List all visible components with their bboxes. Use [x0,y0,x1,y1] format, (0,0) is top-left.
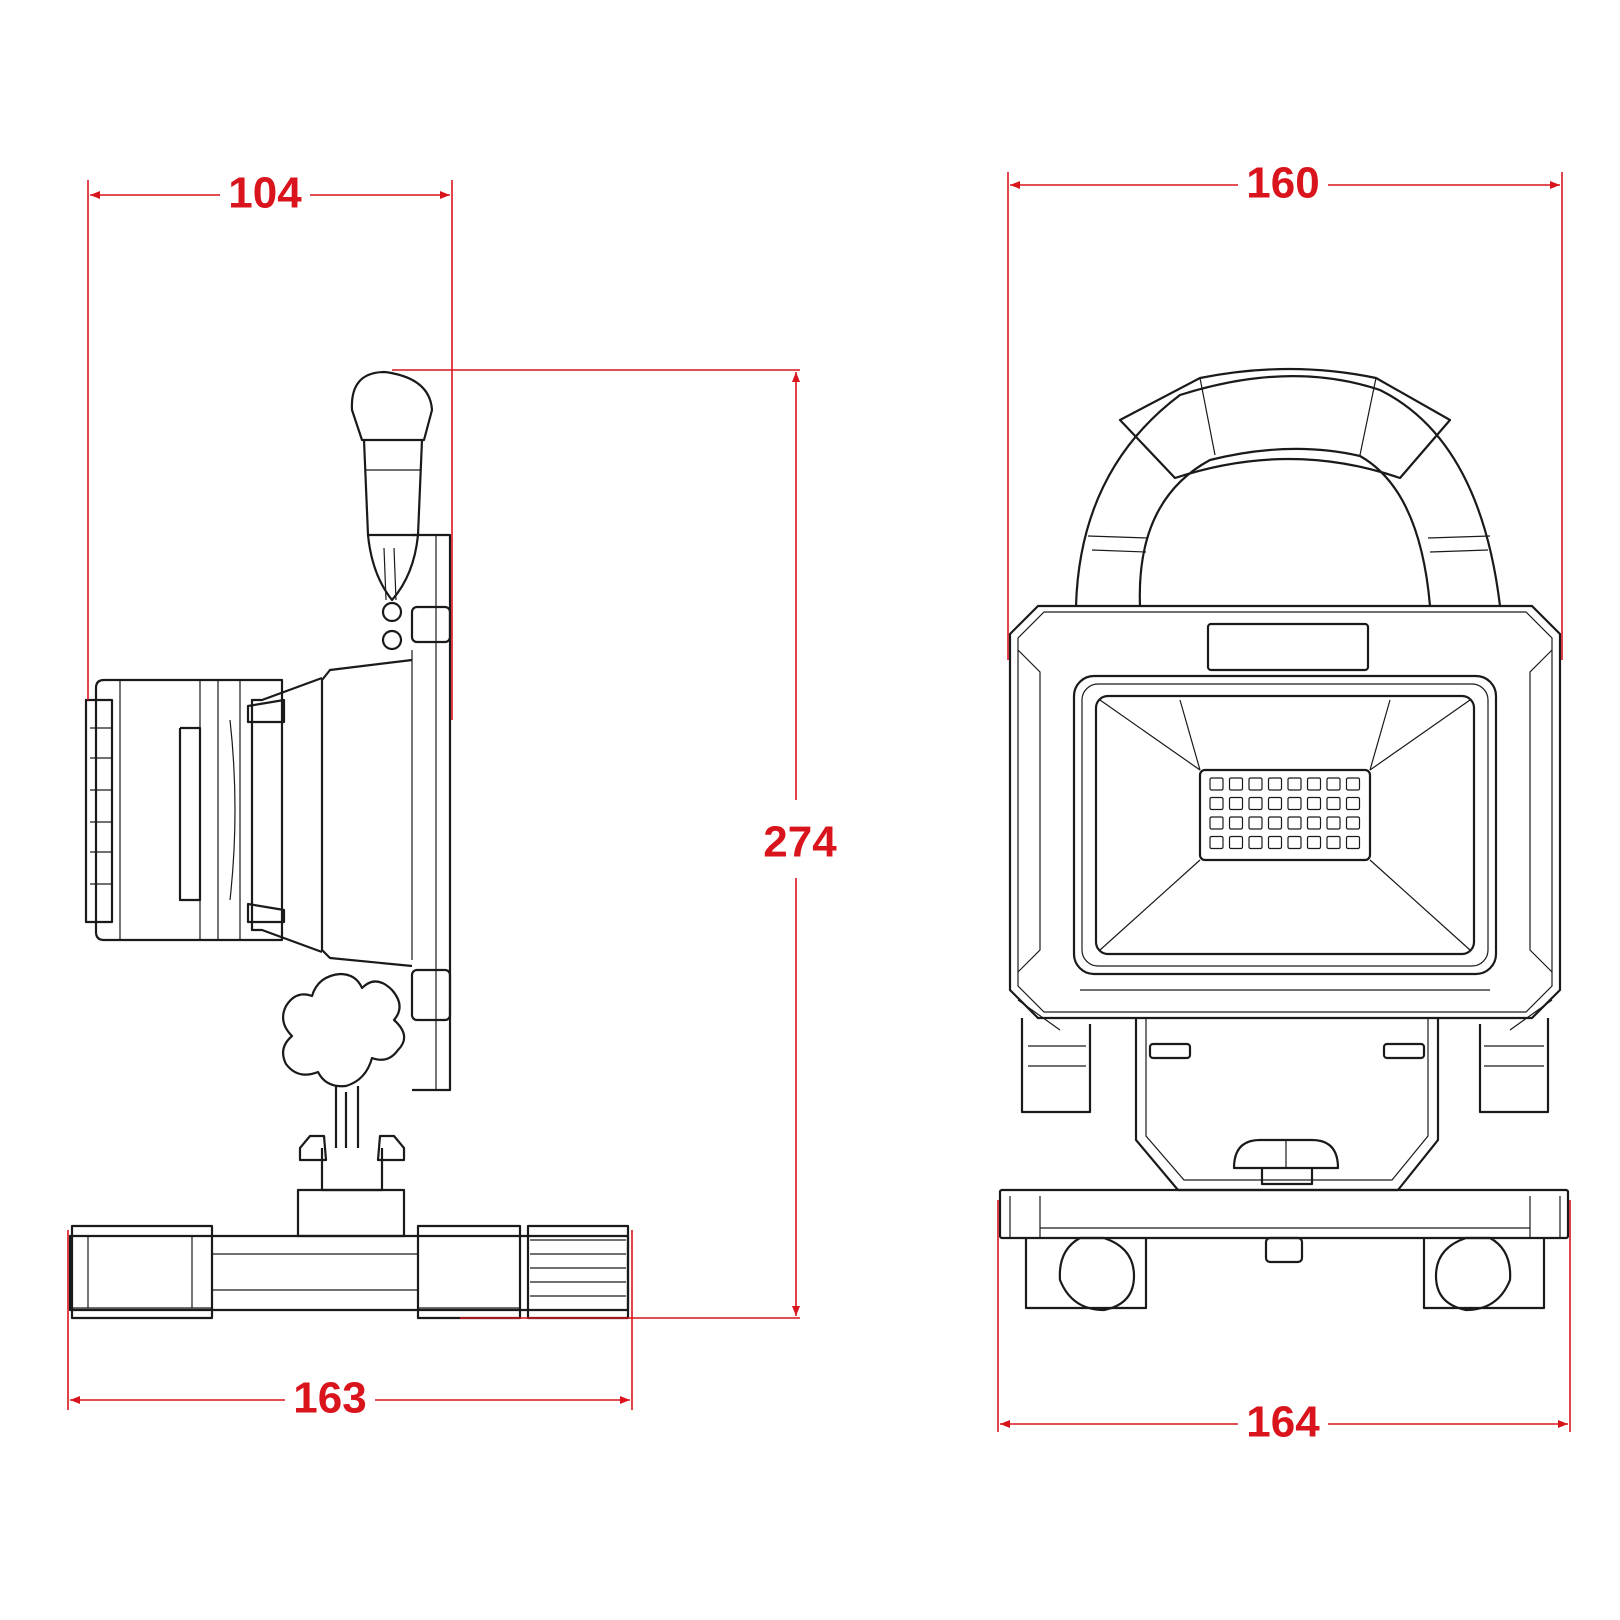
led-chip [1267,777,1283,791]
led-chip [1287,796,1302,811]
front-label-plate [1206,622,1370,672]
led-chip [1326,835,1341,850]
led-chip [1228,816,1244,830]
led-chip [1326,777,1341,791]
dim-side-base-length: 163 [67,1230,633,1423]
dim-front-base-width-label: 164 [1246,1398,1320,1447]
led-chip [1248,816,1263,830]
dim-side-depth-label: 104 [228,169,302,218]
led-grid [1209,777,1361,850]
led-chip [1345,796,1361,811]
led-chip [1209,777,1224,791]
led-chip [1248,835,1263,850]
led-chip [1287,777,1302,791]
dim-side-depth: 104 [87,169,453,720]
front-handle [1074,367,1502,607]
led-chip [1306,835,1322,850]
led-chip [1306,777,1322,791]
side-lamp-housing [84,658,413,968]
led-chip [1209,835,1224,850]
dim-side-base-length-label: 163 [293,1374,366,1423]
led-chip [1287,835,1302,850]
front-body [1008,604,1562,1031]
led-chip [1267,835,1283,850]
led-chip [1326,796,1341,811]
front-stand-bracket [1020,1018,1550,1192]
dim-front-base-width: 164 [997,1200,1571,1447]
led-chip [1267,816,1283,830]
led-chip [1306,796,1322,811]
led-chip [1326,816,1341,830]
side-base [68,1224,630,1320]
led-chip [1345,777,1361,791]
side-knob [281,972,406,1238]
side-view: 104 274 163 [67,169,837,1423]
led-chip [1248,777,1263,791]
led-chip [1287,816,1302,830]
front-view: 160 164 [997,159,1571,1447]
led-chip [1306,816,1322,830]
led-chip [1345,835,1361,850]
dim-front-width: 160 [1007,159,1563,660]
led-chip [1248,796,1263,811]
dim-height: 274 [392,369,837,1319]
led-chip [1209,796,1224,811]
dim-front-width-label: 160 [1246,159,1319,208]
front-base [998,1188,1570,1312]
led-chip [1228,777,1244,791]
led-chip [1228,835,1244,850]
led-panel [1198,768,1372,862]
led-chip [1209,816,1224,830]
led-chip [1267,796,1283,811]
led-chip [1228,796,1244,811]
dim-height-label: 274 [763,818,837,867]
side-back-plate [410,533,452,1092]
side-handle [350,370,434,651]
led-chip [1345,816,1361,830]
